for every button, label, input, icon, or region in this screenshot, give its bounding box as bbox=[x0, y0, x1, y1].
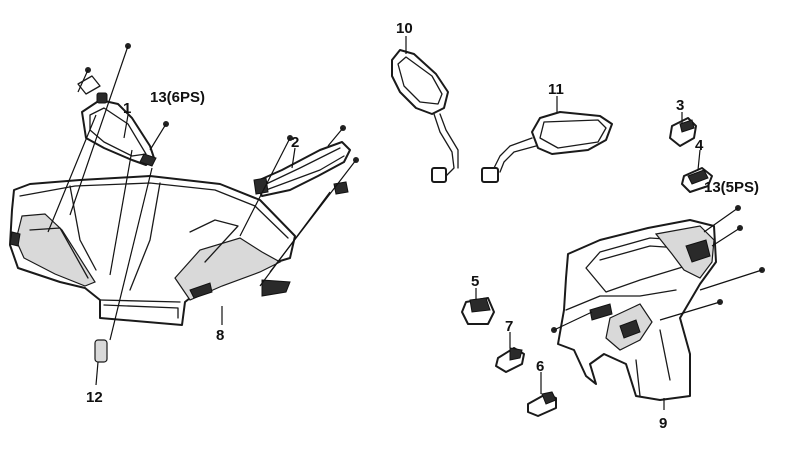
callout-9: 9 bbox=[659, 415, 667, 432]
rear-handlebar-cover bbox=[557, 219, 717, 401]
switch-part-3 bbox=[669, 117, 697, 147]
callout-12: 12 bbox=[86, 389, 103, 406]
callout-4: 4 bbox=[695, 137, 704, 154]
left-mirror bbox=[391, 49, 459, 183]
front-assembly-fasteners bbox=[47, 43, 359, 363]
callout-8: 8 bbox=[216, 327, 224, 344]
switch-part-6 bbox=[527, 391, 557, 417]
callout-13-6ps: 13(6PS) bbox=[150, 89, 205, 106]
callout-6: 6 bbox=[536, 358, 544, 375]
callout-2: 2 bbox=[291, 134, 299, 151]
right-indicator-lens bbox=[253, 141, 351, 197]
callout-1: 1 bbox=[123, 100, 131, 117]
switch-part-4 bbox=[681, 167, 713, 193]
callout-3: 3 bbox=[676, 97, 684, 114]
front-handlebar-cover bbox=[9, 175, 296, 326]
switch-part-5 bbox=[461, 297, 495, 325]
switch-part-7 bbox=[495, 347, 525, 373]
rear-cover-fasteners bbox=[551, 205, 765, 333]
callout-leaders bbox=[95, 36, 701, 410]
callout-7: 7 bbox=[505, 318, 513, 335]
callout-5: 5 bbox=[471, 273, 479, 290]
callout-13-5ps: 13(5PS) bbox=[704, 179, 759, 196]
callout-11: 11 bbox=[548, 81, 564, 98]
callout-10: 10 bbox=[396, 20, 413, 37]
right-mirror bbox=[481, 111, 613, 183]
left-indicator-lens bbox=[81, 92, 157, 167]
